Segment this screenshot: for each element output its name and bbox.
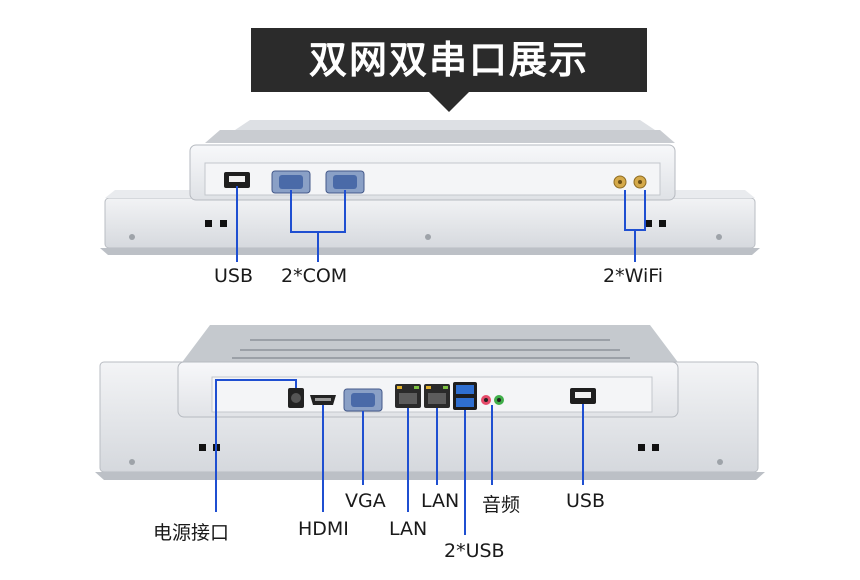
- callout-lines: [236, 186, 646, 262]
- banner-pointer: [427, 90, 471, 112]
- lan-port-icon: [395, 384, 421, 408]
- usb-port-icon: [570, 388, 596, 404]
- usb-label: USB: [214, 265, 254, 287]
- vga-port-icon: [343, 388, 383, 412]
- power-jack-icon: [288, 388, 304, 408]
- audio-label: 音频: [482, 494, 521, 516]
- title-banner: [251, 28, 647, 92]
- power-label: 电源接口: [153, 522, 230, 544]
- com-port-icon: [325, 170, 365, 194]
- wifi-antenna-icon: [613, 175, 627, 189]
- usb-stack-icon: [453, 382, 477, 410]
- page-title: 双网双串口展示: [308, 38, 589, 82]
- lan-port-icon: [424, 384, 450, 408]
- wifi-label: 2*WiFi: [603, 265, 664, 287]
- audio-jack-icon: [481, 395, 504, 405]
- hdmi-port-icon: [310, 395, 336, 405]
- top-panel-image: [100, 120, 760, 262]
- wifi-antenna-icon: [633, 175, 647, 189]
- com-port-icon: [271, 170, 311, 194]
- callout-lines: [215, 379, 584, 535]
- hdmi-label: HDMI: [298, 518, 349, 540]
- com-label: 2*COM: [281, 265, 348, 287]
- lan-label-2: LAN: [421, 490, 460, 512]
- usb-label-bottom: USB: [566, 490, 606, 512]
- vga-label: VGA: [345, 490, 386, 512]
- lan-label-1: LAN: [389, 518, 428, 540]
- usb2-label: 2*USB: [444, 540, 505, 562]
